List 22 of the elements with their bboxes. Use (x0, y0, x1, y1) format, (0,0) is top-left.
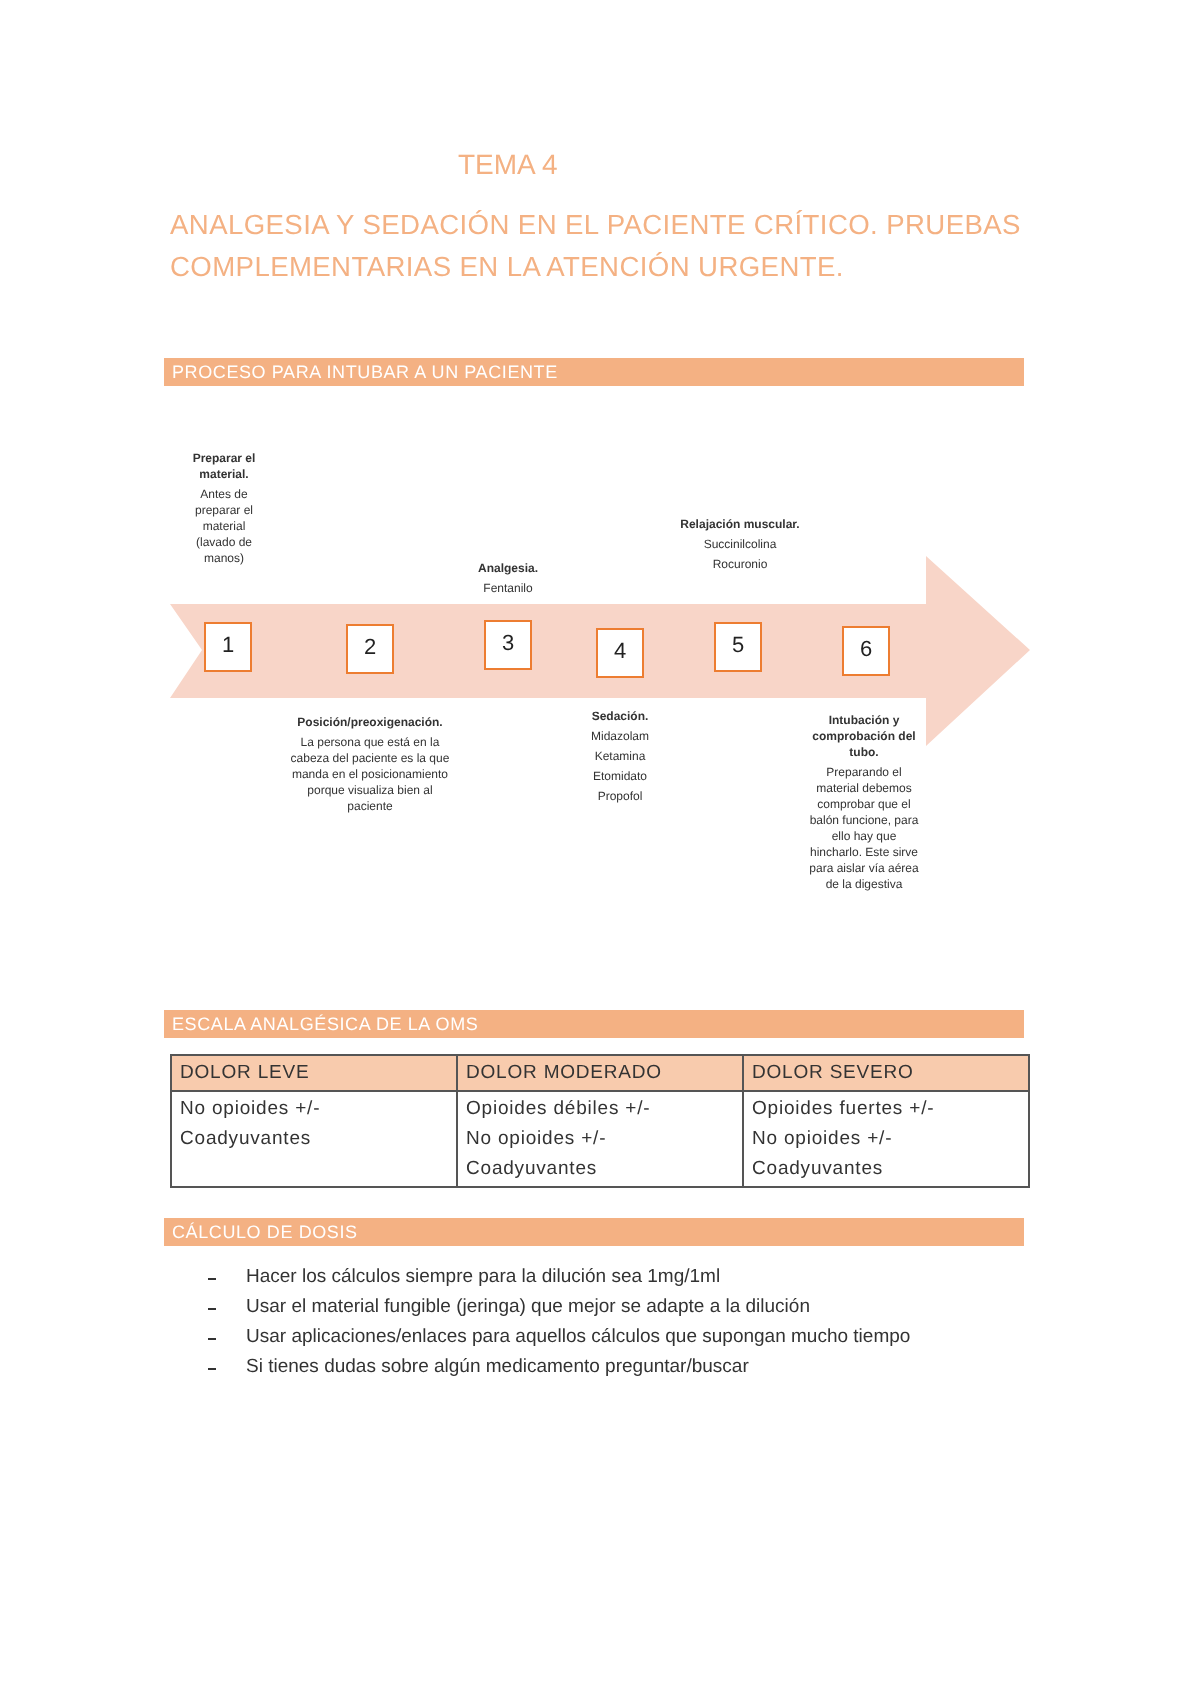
step-number-box: 3 (484, 620, 532, 670)
section-heading: CÁLCULO DE DOSIS (164, 1218, 1024, 1246)
step-number-box: 6 (842, 626, 890, 676)
table-cell: Opioides débiles +/- No opioides +/- Coadyuvantes (457, 1091, 743, 1187)
list-item: Si tienes dudas sobre algún medicamento preguntar/buscar (246, 1356, 749, 1378)
subtitle: ANALGESIA Y SEDACIÓN EN EL PACIENTE CRÍTICO. PRUEBAS COMPLEMENTARIAS EN LA ATENCIÓN URGENTE. (170, 208, 1023, 286)
page-title: TEMA 4 (458, 148, 558, 180)
step-number-box: 5 (714, 622, 762, 672)
table-cell: DOLOR MODERADO (457, 1055, 743, 1091)
list-item: Usar el material fungible (jeringa) que mejor se adapte a la dilución (246, 1296, 810, 1318)
step-number-box: 2 (346, 624, 394, 674)
step-number-box: 1 (204, 622, 252, 672)
step-number-box: 4 (596, 628, 644, 678)
section-heading: PROCESO PARA INTUBAR A UN PACIENTE (164, 358, 1024, 386)
list-item: Hacer los cálculos siempre para la dilución sea 1mg/1ml (246, 1266, 721, 1288)
table-cell: DOLOR LEVE (171, 1055, 457, 1091)
table-cell: Opioides fuertes +/- No opioides +/- Coadyuvantes (743, 1091, 1029, 1187)
table-cell: No opioides +/- Coadyuvantes (171, 1091, 457, 1187)
process-arrow (170, 556, 1030, 746)
section-heading: ESCALA ANALGÉSICA DE LA OMS (164, 1010, 1024, 1038)
list-item: Usar aplicaciones/enlaces para aquellos cálculos que supongan mucho tiempo (246, 1326, 911, 1348)
table-cell: DOLOR SEVERO (743, 1055, 1029, 1091)
